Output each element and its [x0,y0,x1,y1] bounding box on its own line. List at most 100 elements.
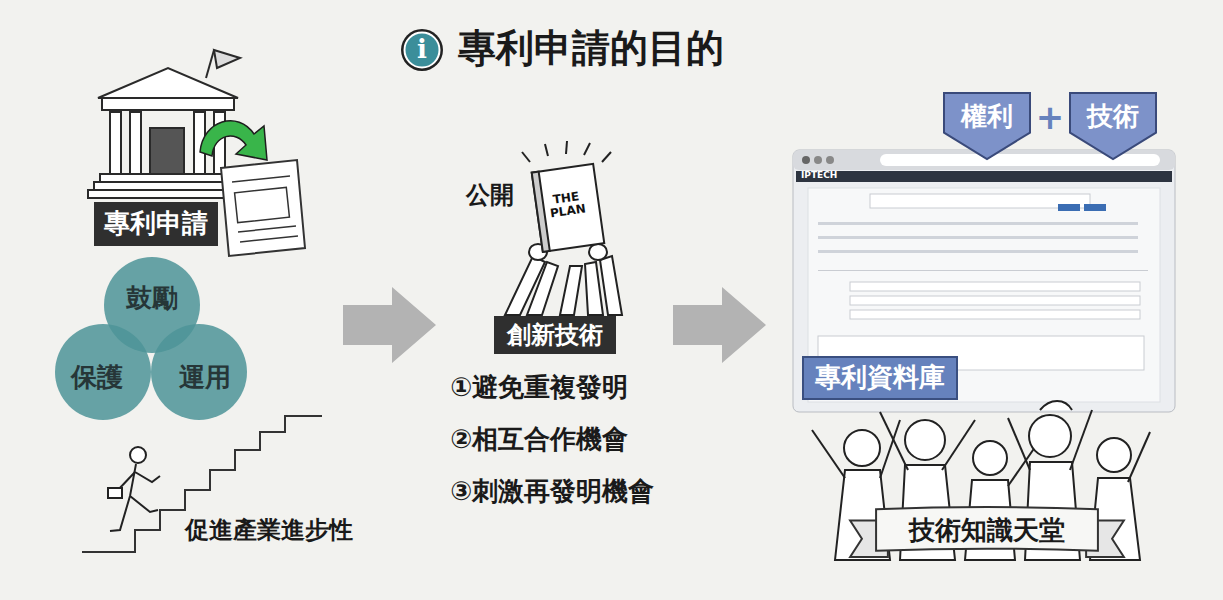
caption-text: 促進產業進步性 [185,516,353,545]
node-text: 專利資料庫 [815,362,945,393]
patent-document [221,160,305,256]
browser-window [870,194,1090,208]
climbing-man [130,447,146,463]
raised-arms [589,244,607,260]
patent-document [232,176,290,182]
raised-arms [527,262,558,315]
plan-book [532,164,605,252]
court-building [110,112,121,174]
cheering-people [812,401,1150,560]
browser-window [818,250,1138,253]
node-text: 運用 [179,362,231,393]
node-text: 權利 [961,101,1013,132]
book-rays [545,144,548,156]
list-item: ③刺激再發明機會 [450,476,654,507]
book-title: THE PLAN [543,189,590,221]
node-text: 保護 [71,362,123,393]
raised-arms [600,256,622,315]
patent-document [240,236,298,242]
court-building [130,112,141,174]
site-logo: IPTECH [801,170,837,181]
browser-window [814,156,822,164]
raised-arms [505,244,622,315]
browser-window [818,236,1138,239]
green-arrow [200,121,267,160]
info-letter: i [417,34,427,65]
callout-text: 公開 [466,181,514,210]
climbing-man [130,496,158,512]
browser-window [850,310,1140,319]
node-text: 創新技術 [507,321,603,350]
cheering-people [880,412,908,470]
browser-window [850,296,1140,305]
arrow-chevron [673,287,766,363]
court-building [214,50,240,68]
blue-band-label: 專利資料庫 [802,356,958,400]
cheering-people [905,420,945,460]
court-building [206,50,214,78]
court-building [150,128,184,174]
ribbon-banner: 技術知識天堂 [869,505,1105,557]
plus-sign: + [1036,97,1065,138]
list-item: ②相互合作機會 [450,424,628,455]
browser-window [850,282,1140,291]
browser-window [808,188,1160,402]
info-icon [405,33,440,68]
court-building [100,174,236,182]
dark-band-label: 創新技術 [494,316,616,355]
pentagon-shape [1070,93,1156,159]
cheering-people [812,430,845,478]
book-rays [602,152,611,162]
list-item: ①避免重複發明 [450,372,628,403]
browser-window [1084,204,1106,211]
book-rays [522,141,611,162]
climbing-man [130,464,136,496]
cheering-people [844,430,880,466]
arrow-chevron [343,287,436,363]
climbing-man [108,447,160,531]
info-icon [401,29,443,71]
climbing-man [108,488,122,498]
climbing-man [135,472,160,482]
court-building [94,182,242,190]
node-text: 鼓勵 [126,283,178,314]
browser-window [802,156,810,164]
browser-window [818,270,1148,271]
raised-arms [560,266,582,315]
browser-window [1058,204,1080,211]
browser-window [793,150,1175,412]
cheering-people [942,420,975,470]
climbing-man [110,496,130,531]
raised-arms [585,262,603,315]
node-text: 技術 [1087,101,1139,132]
book-rays [522,152,530,162]
patent-document [235,187,290,222]
book-rays [584,143,590,155]
book-rays [566,141,567,154]
green-arrow [200,121,267,160]
plan-book [532,172,550,252]
court-building [98,68,238,98]
cheering-people [1128,432,1150,482]
browser-window [826,156,834,164]
cheering-people [1008,418,1030,470]
browser-window [818,222,1138,225]
court-building [102,98,234,110]
cheering-people [1070,410,1092,470]
pentagon-shape [944,93,1030,159]
cheering-people [1097,438,1131,472]
venn-circle: 運用 [151,324,247,420]
arrow-chevron [343,287,766,363]
info-icon [401,29,443,71]
browser-window [793,150,1175,412]
node-text: 專利申請 [104,208,208,239]
pentagon-callout: 技術 [1070,93,1156,159]
patent-document [238,226,296,232]
node-text: 技術知識天堂 [909,515,1065,546]
browser-window [796,171,1172,182]
venn-circle: 保護 [55,324,151,420]
ribbon-band [876,507,1098,551]
pentagon-callout: 權利 [944,93,1030,159]
